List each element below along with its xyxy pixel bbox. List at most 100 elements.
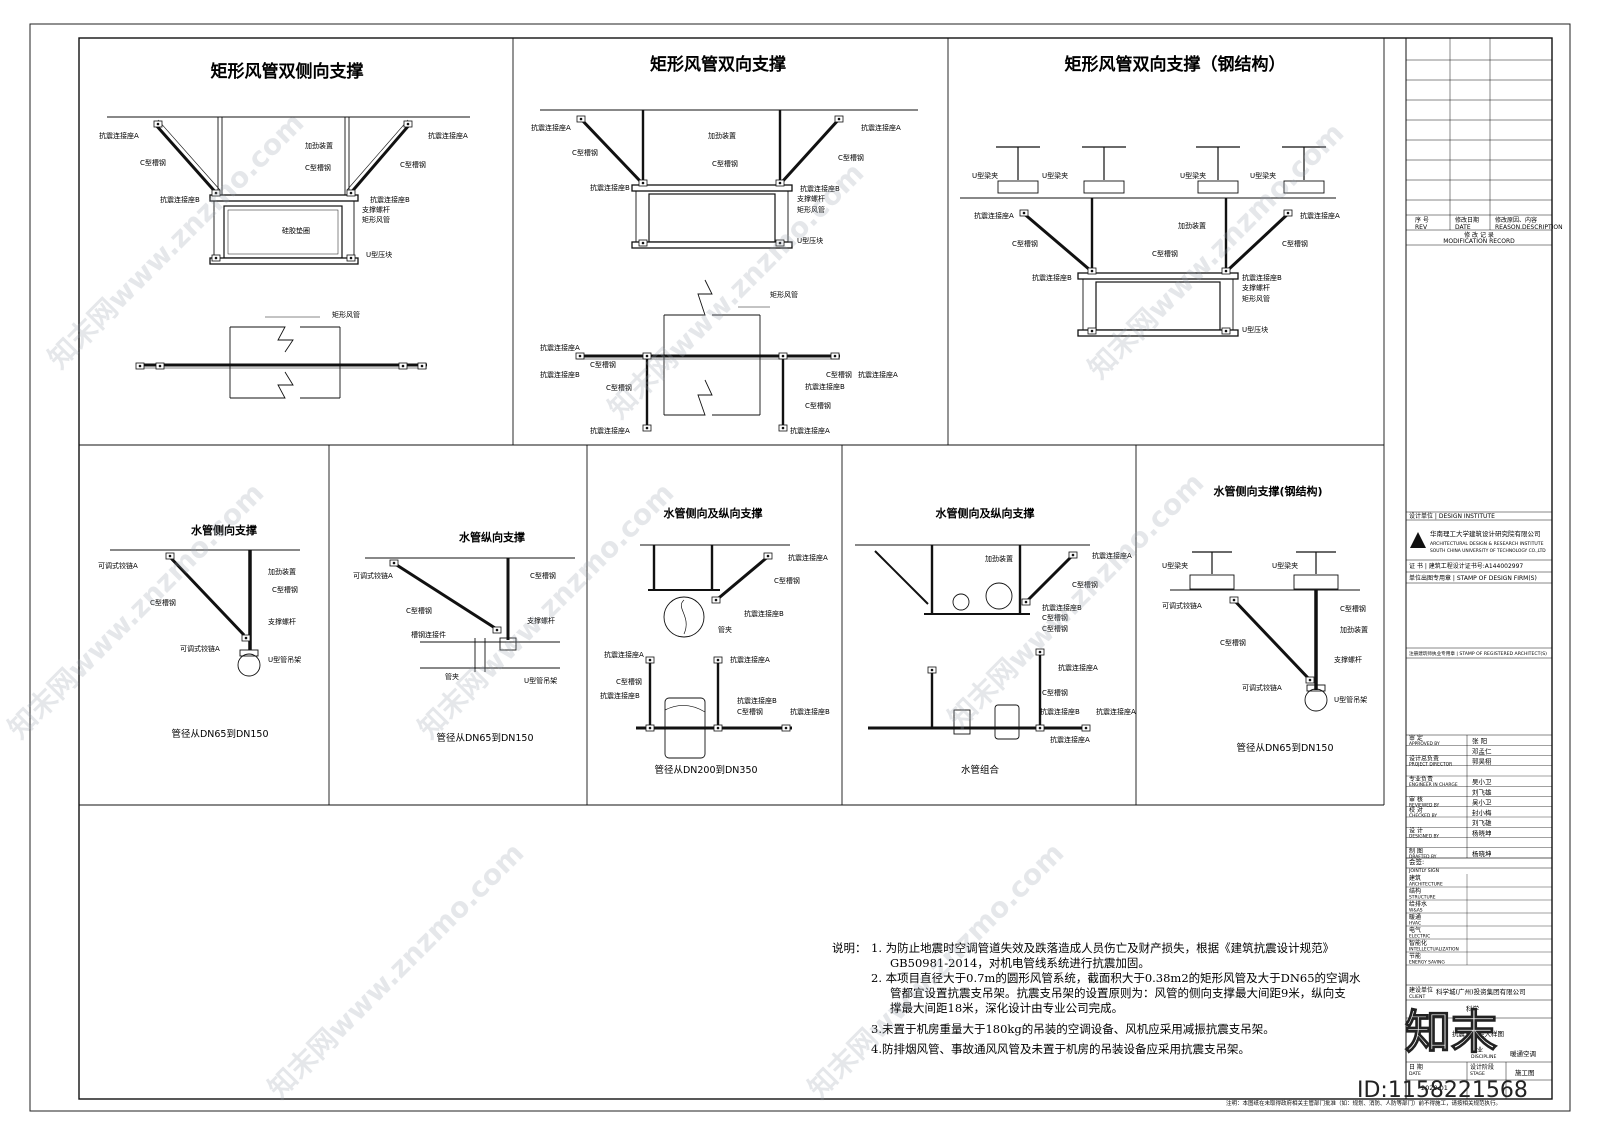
label: U型梁夹 [1250, 171, 1276, 180]
label: C型槽钢 [1152, 249, 1178, 258]
watermark-logo: 知末 [1405, 1005, 1497, 1059]
discipline-cn: 建筑 [1409, 874, 1421, 882]
label: 抗震连接座A [428, 131, 468, 140]
discipline-en: STRUCTURE [1409, 895, 1436, 901]
label: 抗震连接座A [99, 131, 139, 140]
discipline: 暖通空调 [1510, 1049, 1536, 1058]
role-title: 设 计 [1409, 826, 1423, 834]
label: C型槽钢 [1042, 624, 1068, 633]
label: 抗震连接座A [604, 650, 644, 659]
date: 2020.01 [1421, 1084, 1448, 1092]
note-line: GB50981-2014，对机电管线系统进行抗震加固。 [890, 956, 1150, 970]
rev-col-en: DATE [1455, 224, 1471, 231]
label: 管夹 [718, 625, 732, 634]
label: C型槽钢 [826, 370, 852, 379]
label: 抗震连接座A [1096, 707, 1136, 716]
stage-label: 设计阶段 [1470, 1063, 1494, 1071]
rev-title: 修 改 记 录 [1464, 231, 1494, 239]
panel-title: 水管侧向及纵向支撑 [664, 506, 763, 520]
label: U型梁夹 [1162, 561, 1188, 570]
role-title-en: DESIGNED BY [1409, 833, 1439, 839]
discipline-cn: 节能 [1409, 952, 1421, 960]
watermark: 知末网www.znzmo.com [412, 476, 681, 745]
label: C型槽钢 [737, 707, 763, 716]
label: 矩形风管 [1242, 294, 1270, 303]
label: 可调式铰链A [353, 571, 393, 580]
panel-title: 水管侧向及纵向支撑 [936, 506, 1035, 520]
design-inst-label: 设计单位 | DESIGN INSTITUTE [1409, 512, 1495, 520]
label: 抗震连接座B [160, 195, 200, 204]
label: C型槽钢 [1340, 604, 1366, 613]
panel-rect-duct-double-lateral: 矩形风管双侧向支撑 [99, 61, 470, 399]
role-person: 吴小卫 [1472, 798, 1492, 807]
panel-title: 矩形风管双向支撑 [650, 54, 786, 75]
watermark: 知末网www.znzmo.com [1082, 116, 1351, 385]
role-title: 审 核 [1409, 796, 1423, 804]
label: 抗震连接座A [540, 343, 580, 352]
role-title-en: DRAFTED BY [1409, 854, 1437, 860]
panel-rect-duct-bidirectional: 矩形风管双向支撑 [531, 54, 918, 435]
label: C型槽钢 [530, 571, 556, 580]
label: 可调式铰链A [98, 561, 138, 570]
panel-caption: 管径从DN65到DN150 [171, 728, 268, 740]
role-person: 邓孟仁 [1472, 746, 1492, 755]
label: 抗震连接座A [788, 553, 828, 562]
rev-title-en: MODIFICATION RECORD [1443, 238, 1515, 245]
discipline-en: HVAC [1409, 921, 1421, 927]
role-title: 制 图 [1409, 847, 1423, 855]
note-line: 管都宜设置抗震支吊架。抗震支吊架的设置原则为：风管的侧向支撑最大间距9米，纵向支 [890, 986, 1346, 1000]
label: U型梁夹 [972, 171, 998, 180]
label: C型槽钢 [1042, 613, 1068, 622]
note-line: 撑最大间距18米，深化设计由专业公司完成。 [890, 1001, 1123, 1015]
label: 抗震连接座A [861, 123, 901, 132]
label: C型槽钢 [140, 158, 166, 167]
panel-title: 水管纵向支撑 [459, 530, 525, 544]
role-person: 封小梅 [1472, 808, 1492, 817]
note-line: 3.未置于机房重量大于180kg的吊装的空调设备、风机应采用减振抗震支吊架。 [871, 1022, 1275, 1036]
stage: 施工图 [1515, 1068, 1535, 1077]
panel-water-combination: 水管侧向及纵向支撑 加劲装置 抗震连接座A C型槽钢 抗震连接座B C型槽钢 C… [855, 506, 1136, 776]
label: 可调式铰链A [1162, 601, 1202, 610]
label: 抗震连接座B [790, 707, 830, 716]
label: C型槽钢 [406, 606, 432, 615]
project-name: 科学 [1466, 1004, 1480, 1013]
discipline-label: 专业 [1471, 1046, 1483, 1054]
institute-logo [1410, 532, 1426, 548]
label: 抗震连接座A [790, 426, 830, 435]
label: C型槽钢 [150, 598, 176, 607]
discipline-label-en: DISCIPLINE [1471, 1054, 1496, 1060]
role-title-en: ENGINEER IN CHARGE [1409, 782, 1458, 788]
notes-head: 说明： [832, 941, 867, 955]
label: 抗震连接座B [600, 691, 640, 700]
label: 矩形风管 [332, 310, 360, 319]
label: 抗震连接座B [737, 696, 777, 705]
panel-caption: 管径从DN200到DN350 [654, 764, 757, 776]
panel-water-lateral: 水管侧向支撑 可调式铰链A C型槽钢 加劲装置 C型槽钢 支撑螺杆 可调式铰链A… [98, 523, 301, 740]
label: U型管吊架 [524, 676, 557, 685]
panel-caption: 管径从DN65到DN150 [1236, 742, 1333, 754]
label: C型槽钢 [616, 677, 642, 686]
panel-title: 矩形风管双向支撑（钢结构） [1065, 54, 1286, 75]
label: 支撑螺杆 [1242, 283, 1270, 292]
label: 抗震连接座A [858, 370, 898, 379]
cosign-en: JOINTLY SIGN [1408, 868, 1439, 874]
label: C型槽钢 [1042, 688, 1068, 697]
label: 管夹 [445, 672, 459, 681]
label: 支撑螺杆 [1334, 655, 1362, 664]
label: C型槽钢 [1220, 638, 1246, 647]
label: 槽钢连接件 [411, 630, 446, 639]
label: U型梁夹 [1272, 561, 1298, 570]
label: U型压块 [1242, 325, 1268, 334]
label: C型槽钢 [606, 383, 632, 392]
reg-stamp: 注册建筑师执业专用章 | STAMP OF REGISTERED ARCHITE… [1409, 650, 1547, 657]
label: 抗震连接座A [1050, 735, 1090, 744]
label: 抗震连接座A [974, 211, 1014, 220]
footer-note: 注明：本图纸在未取得政府相关主管部门批准（如：规划、消防、人防等部门）前不得施工… [1226, 1099, 1501, 1107]
label: C型槽钢 [805, 401, 831, 410]
label: 抗震连接座B [1242, 273, 1282, 282]
label: 支撑螺杆 [527, 616, 555, 625]
panel-rect-duct-steel: 矩形风管双向支撑（钢结构） U型梁夹 U型梁夹 [960, 54, 1340, 337]
label: C型槽钢 [272, 585, 298, 594]
label: 加劲装置 [268, 567, 296, 576]
